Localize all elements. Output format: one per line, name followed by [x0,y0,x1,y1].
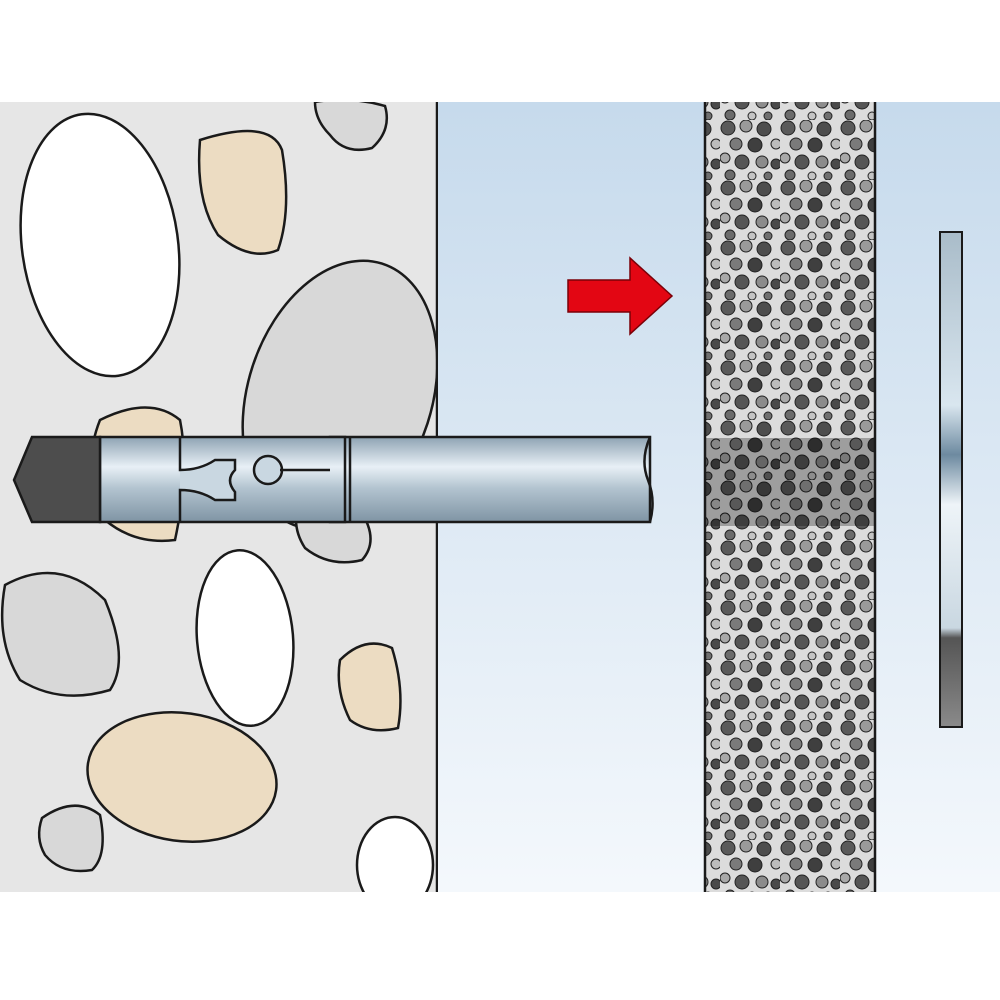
anchor-bolt [12,435,654,524]
aggregate-stone [37,804,104,873]
anchor-rod [328,435,652,524]
anchor-slot [252,454,284,486]
fixture-plate [438,102,1000,892]
aggregate-stone [0,571,121,697]
anchor-tip [12,435,102,524]
aggregate-stone [195,548,295,728]
aggregate-stone [355,815,435,892]
red-arrow-icon [567,256,674,336]
aggregate-stone [19,112,181,378]
aggregate-stone [313,102,389,152]
porous-layer [703,102,877,892]
porous-layer-band [705,438,875,526]
aggregate-stone [197,129,288,255]
aggregate-stone [86,711,278,843]
aggregate-stone [337,642,402,732]
thin-plate-edge [939,231,963,728]
